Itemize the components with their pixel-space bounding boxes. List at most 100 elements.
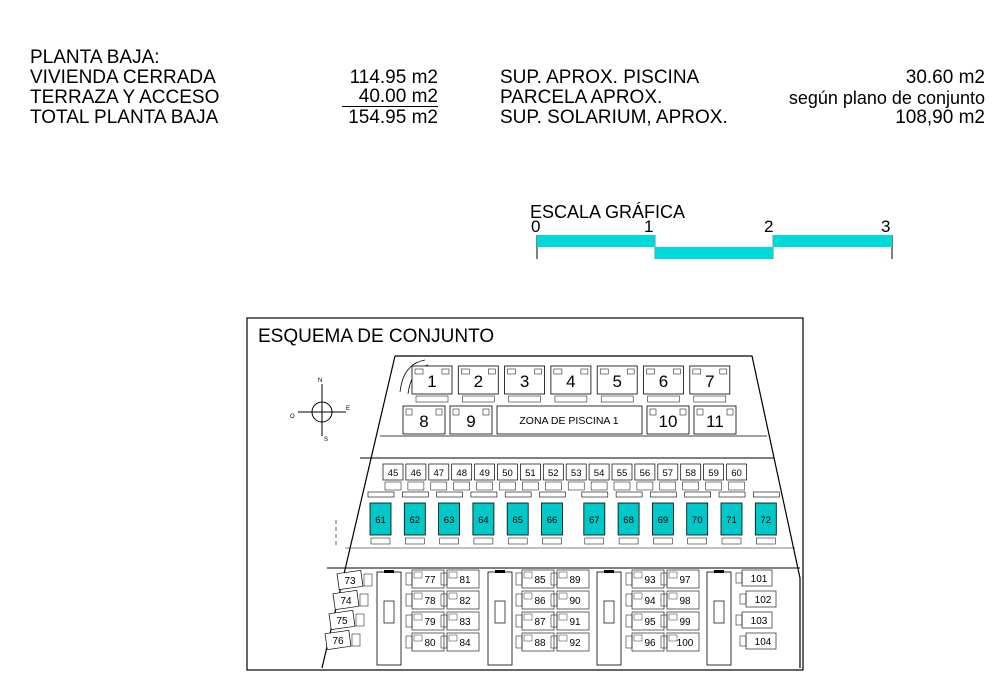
house-label-51: 51 (525, 468, 536, 479)
courtyard-block (706, 571, 732, 666)
house-label-82: 82 (459, 596, 471, 607)
house-label-46: 46 (411, 468, 422, 479)
house-92: 92 (550, 632, 590, 652)
house-label-73: 73 (344, 576, 356, 587)
house-row-8-11: 8 9 10 11 (402, 405, 737, 435)
house-54: 54 (588, 463, 610, 491)
house-83: 83 (440, 611, 480, 631)
house-85: 85 (515, 569, 555, 589)
house-label-101: 101 (751, 574, 768, 585)
house-label-49: 49 (479, 468, 490, 479)
house-103: 103 (735, 611, 773, 629)
house-66: 66 (539, 491, 566, 545)
house-label-72: 72 (761, 515, 772, 526)
compass-e-label: E (346, 406, 350, 412)
house-label-98: 98 (679, 596, 691, 607)
extra-value-parcela: según plano de conjunto (788, 88, 985, 108)
house-76: 76 (324, 630, 361, 650)
house-label-61: 61 (375, 515, 386, 526)
area-label-vivienda: VIVIENDA CERRADA (30, 67, 216, 88)
house-label-74: 74 (340, 596, 352, 607)
house-101: 101 (735, 569, 773, 587)
house-6: 6 (643, 365, 684, 403)
scale-tick-0: 0 (531, 217, 541, 236)
house-label-60: 60 (731, 468, 742, 479)
house-74: 74 (332, 590, 369, 610)
house-2: 2 (457, 365, 499, 403)
house-label-53: 53 (571, 468, 582, 479)
house-84: 84 (440, 632, 480, 652)
house-label-92: 92 (569, 638, 581, 649)
house-4: 4 (550, 365, 592, 403)
house-label-50: 50 (502, 468, 513, 479)
house-59: 59 (703, 463, 724, 491)
house-label-63: 63 (444, 515, 455, 526)
courtyard-marker (604, 570, 614, 573)
house-11: 11 (693, 405, 737, 435)
house-label-9: 9 (466, 412, 475, 431)
house-label-65: 65 (512, 515, 523, 526)
compass-icon: N S E O (290, 378, 350, 443)
house-69: 69 (650, 491, 677, 545)
house-99: 99 (660, 611, 700, 631)
house-label-10: 10 (659, 412, 678, 431)
house-50: 50 (497, 463, 518, 491)
scheme-title: ESQUEMA DE CONJUNTO (258, 326, 494, 347)
extra-value-solarium: 108,90 m2 (895, 107, 985, 128)
area-value-total: 154.95 m2 (348, 107, 438, 128)
house-62: 62 (401, 491, 429, 545)
scale-title: ESCALA GRÁFICA (530, 202, 686, 222)
house-label-81: 81 (459, 575, 471, 586)
house-label-52: 52 (548, 468, 559, 479)
house-79: 79 (405, 611, 445, 631)
courtyard-block (487, 571, 513, 666)
house-90: 90 (550, 590, 590, 610)
house-label-87: 87 (534, 617, 546, 628)
extra-label-solarium: SUP. SOLARIUM, APROX. (500, 107, 728, 128)
house-label-69: 69 (658, 515, 669, 526)
house-label-6: 6 (659, 372, 668, 391)
house-78: 78 (405, 590, 445, 610)
house-label-104: 104 (755, 637, 772, 648)
house-label-7: 7 (705, 372, 714, 391)
house-102: 102 (739, 590, 777, 608)
house-label-66: 66 (547, 515, 558, 526)
house-49: 49 (474, 463, 495, 491)
house-label-76: 76 (332, 636, 344, 647)
house-label-55: 55 (617, 468, 628, 479)
house-45: 45 (382, 463, 404, 491)
house-1: 1 (411, 365, 453, 403)
scale-tick-2: 2 (764, 217, 774, 236)
compass-o-label: O (290, 414, 295, 420)
house-label-47: 47 (434, 468, 445, 479)
house-label-11: 11 (706, 412, 724, 431)
house-73: 73 (336, 570, 373, 590)
house-label-8: 8 (419, 412, 428, 431)
house-68: 68 (615, 491, 643, 545)
house-64: 64 (470, 491, 498, 545)
house-71: 71 (718, 491, 746, 545)
house-67: 67 (581, 491, 609, 545)
house-label-102: 102 (755, 595, 772, 606)
courtyard-marker (495, 570, 505, 573)
house-label-80: 80 (424, 638, 436, 649)
courtyard-pool (494, 600, 506, 624)
house-label-89: 89 (569, 575, 581, 586)
scale-segment-3 (773, 235, 892, 247)
house-46: 46 (405, 463, 427, 491)
pool-zone (496, 405, 643, 435)
house-label-86: 86 (534, 596, 546, 607)
house-label-77: 77 (424, 575, 436, 586)
house-95: 95 (625, 611, 665, 631)
house-58: 58 (680, 463, 702, 491)
house-60: 60 (726, 463, 747, 491)
house-3: 3 (504, 365, 546, 403)
house-label-100: 100 (677, 638, 694, 649)
courtyard-block (596, 571, 622, 666)
house-grid-77-100: 7778798081828384858687888990919293949596… (376, 569, 732, 666)
house-label-48: 48 (456, 468, 467, 479)
house-label-68: 68 (623, 515, 634, 526)
planta-baja-heading: PLANTA BAJA: (30, 47, 160, 68)
house-label-90: 90 (569, 596, 581, 607)
